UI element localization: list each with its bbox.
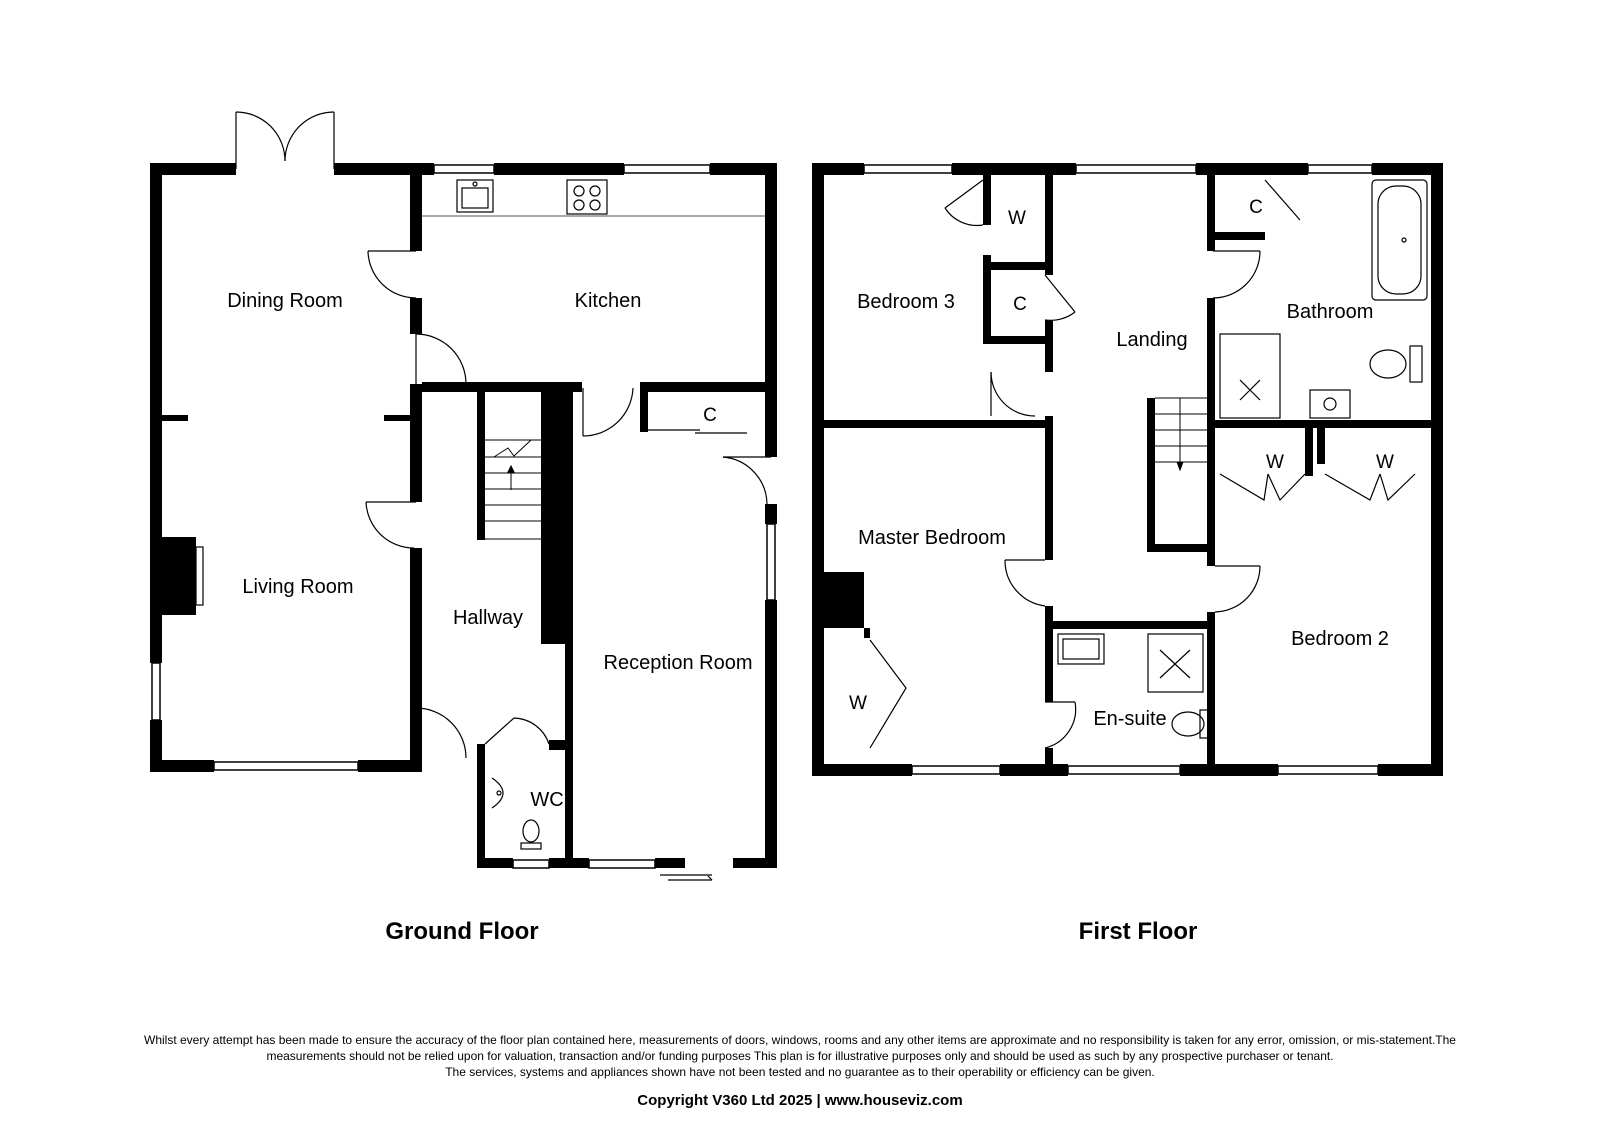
first-floor-walls [812,163,1443,776]
ground-floor-title: Ground Floor [385,918,539,945]
room-label-wardrobe-master: W [849,693,867,714]
room-label-cupboard-b3: C [1013,294,1027,315]
room-label-cupboard: C [703,405,717,426]
ground-floor-walls [150,163,777,868]
disclaimer-text: Whilst every attempt has been made to en… [144,1033,1456,1063]
ground-floor-staircase [485,439,541,540]
room-label-landing: Landing [1116,329,1187,351]
first-floor-doors [869,179,1416,749]
copyright: Copyright V360 Ltd 2025 | www.houseviz.c… [637,1092,963,1109]
room-label-bedroom3: Bedroom 3 [857,291,955,313]
ground-floor-plan [150,111,777,881]
disclaimer: Whilst every attempt has been made to en… [120,1032,1480,1080]
first-floor-windows [863,164,1379,775]
room-label-reception: Reception Room [604,652,753,674]
first-floor-plan [812,163,1443,776]
room-label-bedroom2: Bedroom 2 [1291,628,1389,650]
room-label-hallway: Hallway [453,607,523,629]
room-label-bathroom: Bathroom [1287,301,1374,323]
sink-icon [456,179,494,213]
room-label-kitchen: Kitchen [575,290,642,312]
room-label-master: Master Bedroom [858,527,1006,549]
hob-icon [566,179,608,215]
room-label-cupboard-bath: C [1249,197,1263,218]
bathroom-fittings [1219,179,1428,419]
ground-floor-doors [235,111,771,881]
fireplace-icon [195,546,204,606]
room-label-living: Living Room [242,576,353,598]
room-label-ensuite: En-suite [1093,708,1166,730]
room-label-wc: WC [530,789,563,811]
first-floor-staircase [1155,397,1207,472]
disclaimer-services: The services, systems and appliances sho… [445,1065,1155,1079]
ground-floor-labels: Dining Room Kitchen Living Room Hallway … [227,290,752,811]
first-floor-labels: Bedroom 3 W C Landing C Bathroom Master … [849,197,1394,730]
room-label-wardrobe-b2a: W [1266,452,1284,473]
room-label-wardrobe-b2b: W [1376,452,1394,473]
first-floor-title: First Floor [1078,918,1198,945]
room-label-dining: Dining Room [227,290,343,312]
ensuite-fittings [1057,633,1209,739]
wc-fittings [491,777,542,850]
room-label-wardrobe-b3: W [1008,208,1026,229]
ground-floor-windows [151,164,776,869]
